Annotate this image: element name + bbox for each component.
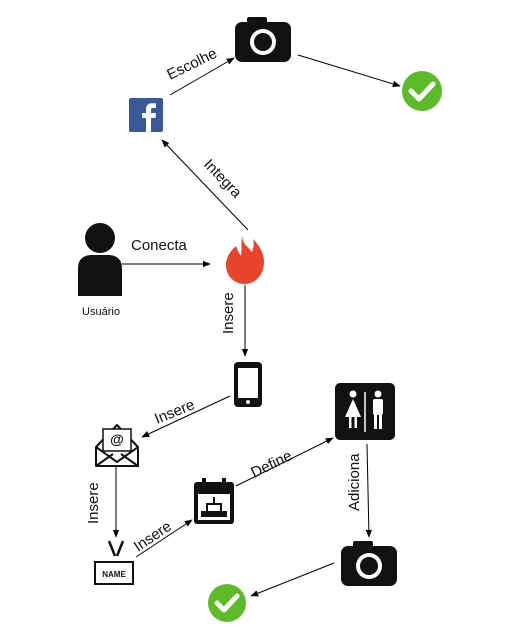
edge-label-insere-badge: Insere	[85, 482, 102, 524]
check-icon	[402, 71, 442, 111]
edge-label-insere-phone: Insere	[220, 292, 237, 334]
tinder-flame-icon	[226, 236, 264, 284]
facebook-icon	[129, 98, 163, 132]
edge-restroom-to-camera	[365, 443, 373, 538]
restroom-icon	[335, 383, 395, 440]
edge-label-define: Define	[248, 447, 294, 481]
edge-tinder-to-facebook	[161, 139, 249, 231]
camera-icon	[235, 17, 291, 62]
edge-label-conecta: Conecta	[131, 237, 188, 254]
edge-label-integra: Integra	[200, 156, 245, 202]
name-badge-icon: NAME	[94, 540, 134, 585]
check-icon-bottom	[208, 584, 246, 622]
badge-text: NAME	[102, 570, 126, 579]
edge-label-insere-email: Insere	[152, 396, 197, 427]
user-label: Usuário	[82, 306, 120, 318]
edge-calendar-to-restroom	[235, 437, 334, 487]
edge-label-insere-calendar: Insere	[131, 518, 175, 555]
email-at-symbol: @	[110, 431, 124, 447]
edge-phone-to-email	[141, 395, 231, 438]
calendar-icon	[194, 478, 234, 524]
email-envelope-icon: @	[95, 424, 139, 467]
edge-facebook-to-camera	[169, 57, 235, 96]
user-icon	[78, 223, 122, 296]
smartphone-icon	[234, 362, 262, 407]
edge-label-adiciona: Adiciona	[346, 453, 363, 511]
edge-camera-to-check	[297, 54, 401, 87]
edge-camera-to-check-bottom	[250, 562, 335, 597]
edge-badge-to-calendar	[135, 519, 193, 558]
camera-icon-bottom	[341, 541, 397, 586]
edge-label-escolhe: Escolhe	[164, 45, 219, 84]
